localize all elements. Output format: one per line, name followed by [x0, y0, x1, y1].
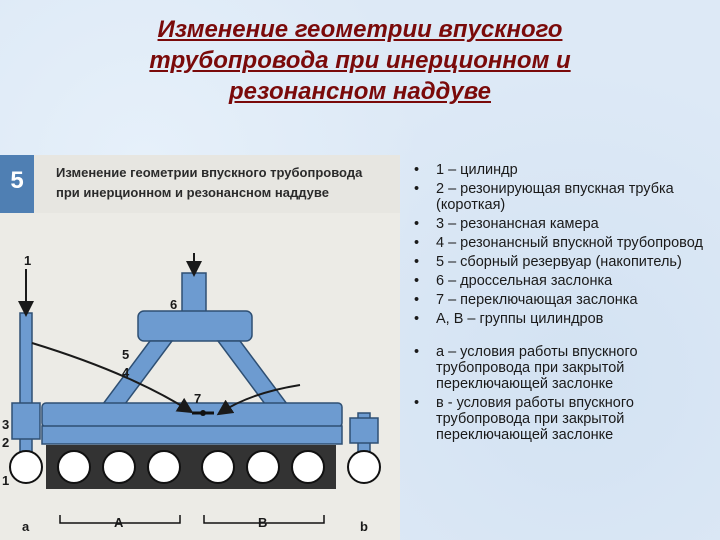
label-4: 4 [122, 365, 130, 380]
label-6: 6 [170, 297, 177, 312]
switching-valve [192, 410, 214, 416]
figure-number: 5 [0, 155, 34, 213]
legend-item: А, В – группы цилиндров [410, 311, 710, 327]
label-1b: 1 [2, 473, 9, 488]
cylinder [147, 450, 181, 484]
condition-item: а – условия работы впускного трубопровод… [410, 344, 710, 392]
cylinder [9, 450, 43, 484]
legend-item: 1 – цилиндр [410, 162, 710, 178]
figure-header: 5 Изменение геометрии впускного трубопро… [0, 155, 400, 213]
cylinder [102, 450, 136, 484]
condition-item: в - условия работы впускного трубопровод… [410, 395, 710, 443]
intake-manifold-diagram: 1 6 5 4 7 3 2 1 a A B b [2, 253, 381, 534]
engine-block [9, 445, 381, 489]
legend-item: 6 – дроссельная заслонка [410, 273, 710, 289]
side-pipe-a [11, 312, 41, 464]
label-3: 3 [2, 417, 9, 432]
cylinder [57, 450, 91, 484]
legend-item: 7 – переключающая заслонка [410, 292, 710, 308]
legend-item: 2 – резонирующая впускная трубка (коротк… [410, 181, 710, 213]
figure-panel: 5 Изменение геометрии впускного трубопро… [0, 155, 400, 540]
group-brackets [59, 515, 325, 524]
cylinder [201, 450, 235, 484]
cylinder [246, 450, 280, 484]
legend-item: 5 – сборный резервуар (накопитель) [410, 254, 710, 270]
label-a: a [22, 519, 30, 534]
legend-item: 4 – резонансный впускной трубопровод [410, 235, 710, 251]
legend-item: 3 – резонансная камера [410, 216, 710, 232]
cylinder [291, 450, 325, 484]
flow-arrow [216, 384, 301, 416]
label-B: B [258, 515, 267, 530]
figure-title: Изменение геометрии впускного трубопрово… [56, 165, 363, 200]
label-5: 5 [122, 347, 129, 362]
cylinder [347, 450, 381, 484]
label-2: 2 [2, 435, 9, 450]
label-b: b [360, 519, 368, 534]
legend-list: 1 – цилиндр 2 – резонирующая впускная тр… [410, 162, 710, 446]
intake-manifold-body [41, 272, 343, 445]
slide-title: Изменение геометрии впускного трубопрово… [149, 16, 571, 105]
label-7: 7 [194, 391, 201, 406]
label-A: A [114, 515, 124, 530]
flow-arrow [31, 342, 194, 414]
label-1: 1 [24, 253, 31, 268]
